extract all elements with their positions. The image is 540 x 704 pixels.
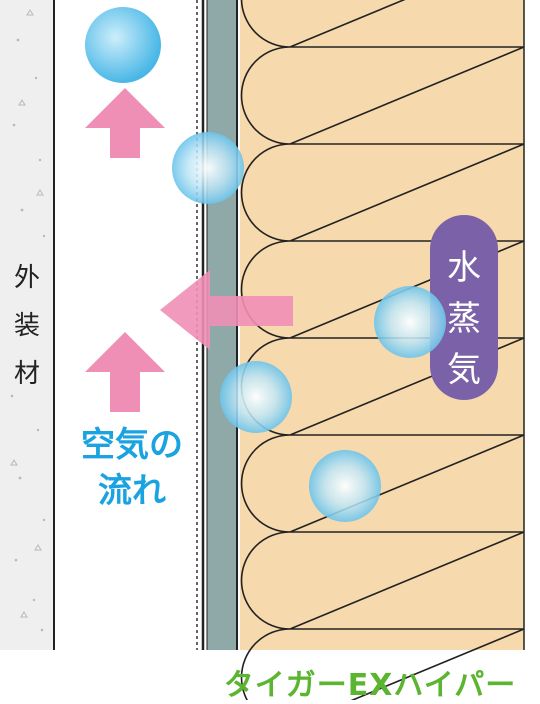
cladding-label-char: 装 xyxy=(13,311,40,341)
cladding-label-char: 外 xyxy=(13,263,40,293)
water-droplet-icon xyxy=(374,286,446,358)
cladding-panel xyxy=(0,0,55,650)
water-vapor-label-char: 気 xyxy=(447,350,481,390)
air-flow-label: 流れ xyxy=(98,471,166,511)
water-droplet-icon xyxy=(309,450,381,522)
water-vapor-label-char: 蒸 xyxy=(447,299,481,339)
water-vapor-badge xyxy=(430,215,498,400)
product-name: タイガーEXハイパー xyxy=(223,668,517,703)
arrow-up-icon xyxy=(85,332,165,412)
arrow-up-icon xyxy=(85,88,165,158)
air-flow-label: 空気の xyxy=(81,425,183,465)
water-droplet-icon xyxy=(220,361,292,433)
water-vapor-label-char: 水 xyxy=(447,248,481,288)
water-droplet-icon xyxy=(85,7,161,83)
cladding-label-char: 材 xyxy=(13,359,40,389)
water-droplet-icon xyxy=(172,132,244,204)
arrow-left-icon xyxy=(160,270,293,350)
